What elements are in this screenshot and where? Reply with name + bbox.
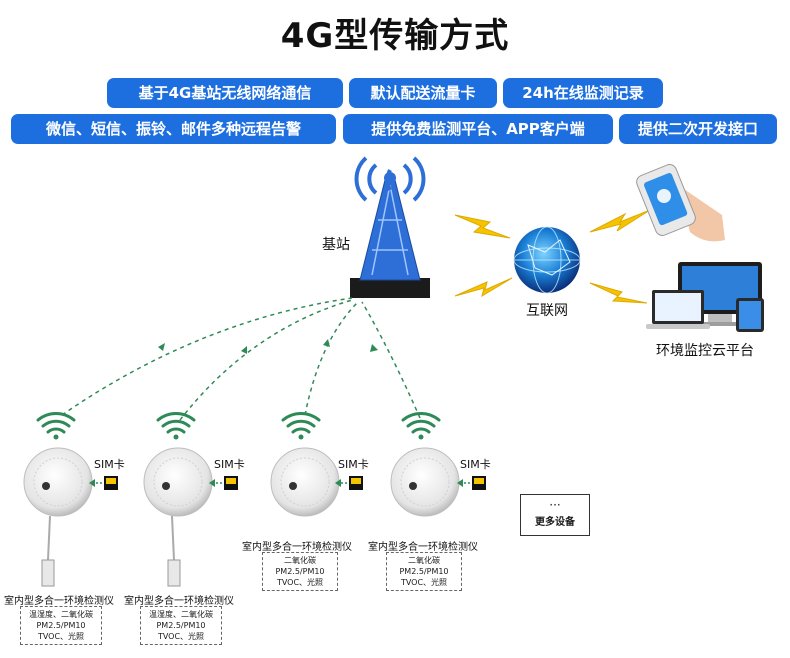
feature-pill-alarm: 微信、短信、振铃、邮件多种远程告警	[11, 114, 336, 144]
more-devices-label: 更多设备	[535, 517, 575, 528]
lightning-bolt-icons	[454, 209, 651, 304]
sim-label: SIM卡	[338, 458, 369, 471]
device-name: 室内型多合一环境检测仪	[124, 596, 234, 607]
feature-pill-24h: 24h在线监测记录	[503, 78, 663, 108]
base-station-label: 基站	[322, 237, 350, 253]
feature-pill-sim: 默认配送流量卡	[349, 78, 497, 108]
spec-line: PM2.5/PM10	[399, 567, 449, 576]
link-arrow-icons	[158, 339, 378, 354]
sim-label: SIM卡	[94, 458, 125, 471]
wifi-icon	[36, 412, 76, 440]
spec-line: 二氧化碳	[284, 556, 316, 565]
spec-line: TVOC、光照	[157, 632, 205, 641]
wifi-icon	[401, 412, 441, 440]
platform-label: 环境监控云平台	[656, 343, 754, 359]
internet-globe-icon	[513, 226, 581, 294]
device-spec-box: 二氧化碳 PM2.5/PM10 TVOC、光照	[262, 552, 338, 591]
wifi-icon	[156, 412, 196, 440]
feature-pill-4g: 基于4G基站无线网络通信	[107, 78, 343, 108]
feature-pill-platform: 提供免费监测平台、APP客户端	[343, 114, 613, 144]
spec-line: TVOC、光照	[37, 632, 85, 641]
device-1-icon	[23, 412, 118, 587]
spec-line: 温湿度、二氧化碳	[149, 610, 213, 619]
base-station-tower-icon	[350, 156, 430, 298]
device-name: 室内型多合一环境检测仪	[242, 542, 352, 553]
device-spec-box: 二氧化碳 PM2.5/PM10 TVOC、光照	[386, 552, 462, 591]
feature-pill-api: 提供二次开发接口	[619, 114, 777, 144]
spec-line: 二氧化碳	[408, 556, 440, 565]
device-name: 室内型多合一环境检测仪	[4, 596, 114, 607]
mobile-app-phone-icon	[636, 164, 725, 242]
device-spec-box: 温湿度、二氧化碳 PM2.5/PM10 TVOC、光照	[20, 606, 102, 645]
more-devices-box: ··· 更多设备	[520, 494, 590, 536]
spec-line: PM2.5/PM10	[156, 621, 206, 630]
spec-line: PM2.5/PM10	[275, 567, 325, 576]
page-title: 4G型传输方式	[280, 16, 510, 56]
spec-line: PM2.5/PM10	[36, 621, 86, 630]
wireless-links	[61, 297, 421, 421]
spec-line: TVOC、光照	[400, 578, 448, 587]
device-4-icon	[390, 412, 486, 517]
internet-label: 互联网	[526, 303, 568, 319]
device-name: 室内型多合一环境检测仪	[368, 542, 478, 553]
wifi-icon	[281, 412, 321, 440]
spec-line: TVOC、光照	[276, 578, 324, 587]
sim-label: SIM卡	[214, 458, 245, 471]
cloud-platform-devices-icon	[646, 262, 764, 332]
device-spec-box: 温湿度、二氧化碳 PM2.5/PM10 TVOC、光照	[140, 606, 222, 645]
device-3-icon	[270, 412, 363, 517]
sim-label: SIM卡	[460, 458, 491, 471]
spec-line: 温湿度、二氧化碳	[29, 610, 93, 619]
more-dots: ···	[549, 498, 561, 512]
device-2-icon	[143, 412, 238, 587]
